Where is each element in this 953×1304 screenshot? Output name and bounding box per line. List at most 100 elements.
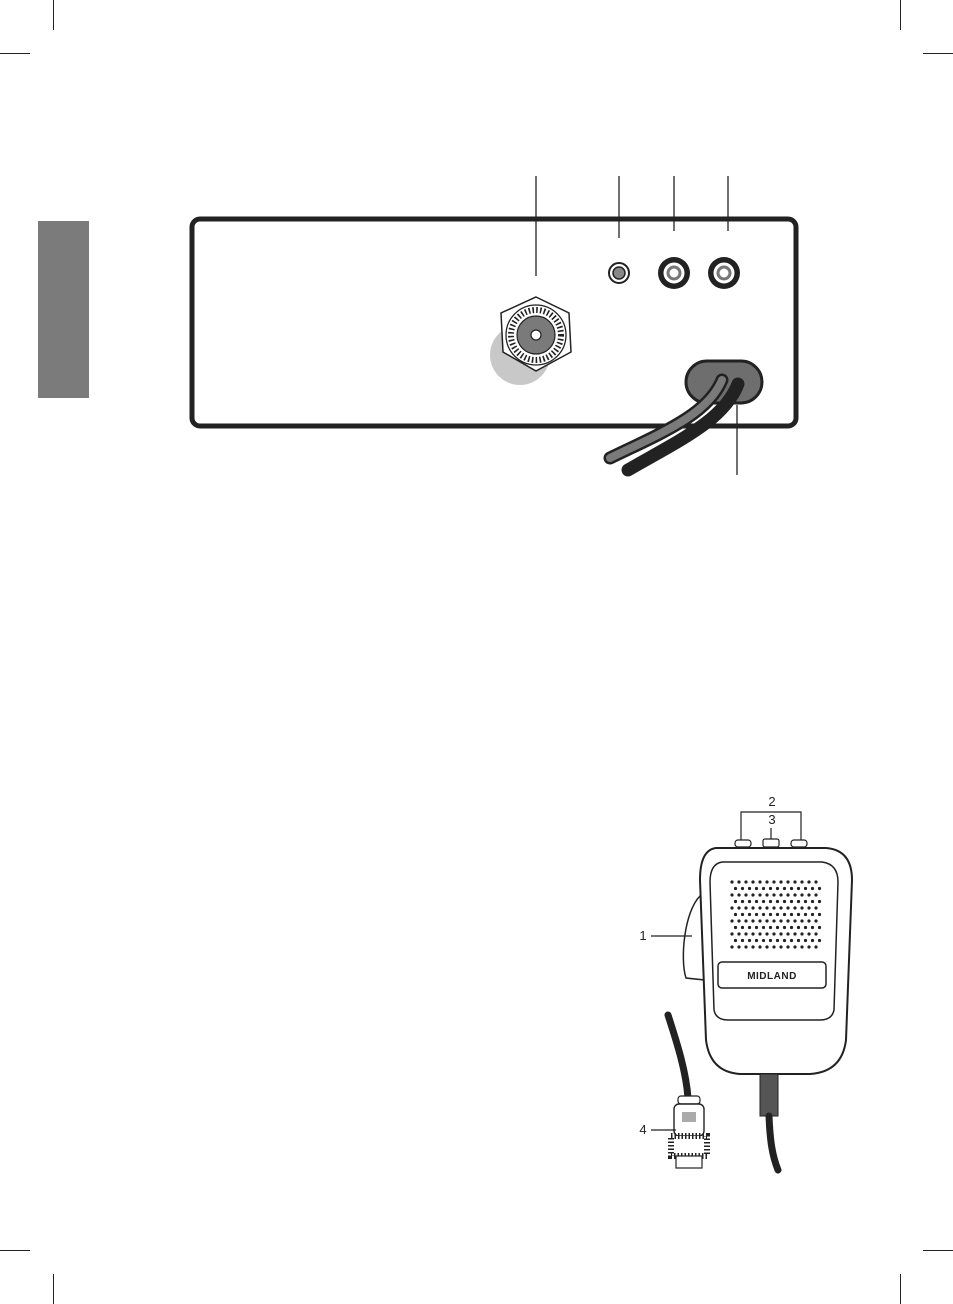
grille-hole xyxy=(755,913,758,916)
grille-hole xyxy=(772,906,775,909)
mic-up-button xyxy=(735,840,751,847)
grille-hole xyxy=(807,880,810,883)
mic-plug-label xyxy=(682,1112,696,1122)
grille-hole xyxy=(737,880,740,883)
grille-hole xyxy=(748,900,751,903)
grille-hole xyxy=(734,939,737,942)
grille-hole xyxy=(734,926,737,929)
grille-hole xyxy=(748,887,751,890)
grille-hole xyxy=(783,887,786,890)
grille-hole xyxy=(741,900,744,903)
grille-hole xyxy=(758,880,761,883)
grille-hole xyxy=(811,939,814,942)
grille-hole xyxy=(790,939,793,942)
grille-hole xyxy=(751,945,754,948)
grille-hole xyxy=(772,932,775,935)
grille-hole xyxy=(800,945,803,948)
grille-hole xyxy=(762,913,765,916)
mic-down-button xyxy=(791,840,807,847)
grille-hole xyxy=(734,913,737,916)
grille-hole xyxy=(814,932,817,935)
grille-hole xyxy=(758,893,761,896)
grille-hole xyxy=(744,906,747,909)
grille-hole xyxy=(730,919,733,922)
grille-hole xyxy=(748,926,751,929)
grille-hole xyxy=(814,919,817,922)
callout-center-button-label: 3 xyxy=(768,812,775,827)
grille-hole xyxy=(814,906,817,909)
grille-hole xyxy=(748,913,751,916)
grille-hole xyxy=(758,932,761,935)
grille-hole xyxy=(769,939,772,942)
grille-hole xyxy=(734,900,737,903)
grille-hole xyxy=(779,919,782,922)
mic-center-button xyxy=(763,839,779,847)
grille-hole xyxy=(755,939,758,942)
grille-hole xyxy=(790,887,793,890)
grille-hole xyxy=(811,887,814,890)
callout-side-ptt-label: 1 xyxy=(639,928,646,943)
grille-hole xyxy=(807,945,810,948)
grille-hole xyxy=(769,913,772,916)
grille-hole xyxy=(786,880,789,883)
grille-hole xyxy=(783,900,786,903)
grille-hole xyxy=(800,893,803,896)
ext-speaker-jack xyxy=(658,257,690,289)
grille-hole xyxy=(814,880,817,883)
grille-hole xyxy=(769,900,772,903)
grille-hole xyxy=(737,932,740,935)
callout-top-buttons-label: 2 xyxy=(768,794,775,809)
grille-hole xyxy=(741,926,744,929)
grille-hole xyxy=(751,932,754,935)
callout-connector-label: 4 xyxy=(639,1122,646,1137)
grille-hole xyxy=(804,926,807,929)
grille-hole xyxy=(790,900,793,903)
grille-hole xyxy=(737,919,740,922)
grille-hole xyxy=(779,932,782,935)
grille-hole xyxy=(797,926,800,929)
grille-hole xyxy=(741,939,744,942)
grille-hole xyxy=(758,919,761,922)
grille-hole xyxy=(751,880,754,883)
grille-hole xyxy=(793,880,796,883)
mic-strain-relief xyxy=(760,1074,778,1116)
grille-hole xyxy=(818,887,821,890)
grille-hole xyxy=(800,919,803,922)
grille-hole xyxy=(800,880,803,883)
mic-body xyxy=(700,848,852,1074)
grille-hole xyxy=(786,932,789,935)
grille-hole xyxy=(811,926,814,929)
grille-hole xyxy=(800,906,803,909)
grille-hole xyxy=(730,906,733,909)
grille-hole xyxy=(741,887,744,890)
mic-plug-cord xyxy=(668,1015,688,1098)
grille-hole xyxy=(800,932,803,935)
grille-hole xyxy=(730,945,733,948)
grille-hole xyxy=(786,893,789,896)
grille-hole xyxy=(807,932,810,935)
grille-hole xyxy=(783,939,786,942)
grille-hole xyxy=(818,913,821,916)
grille-hole xyxy=(734,887,737,890)
grille-hole xyxy=(765,919,768,922)
grille-hole xyxy=(744,880,747,883)
grille-hole xyxy=(793,932,796,935)
grille-hole xyxy=(751,893,754,896)
grille-hole xyxy=(814,945,817,948)
grille-hole xyxy=(776,913,779,916)
grille-hole xyxy=(762,887,765,890)
grille-hole xyxy=(772,893,775,896)
grille-hole xyxy=(779,880,782,883)
grille-hole xyxy=(793,919,796,922)
grille-hole xyxy=(755,887,758,890)
grille-hole xyxy=(807,919,810,922)
grille-hole xyxy=(779,906,782,909)
grille-hole xyxy=(765,945,768,948)
midland-logo: MIDLAND xyxy=(747,971,797,982)
grille-hole xyxy=(783,913,786,916)
grille-hole xyxy=(762,939,765,942)
grille-hole xyxy=(744,919,747,922)
grille-hole xyxy=(762,900,765,903)
grille-hole xyxy=(776,939,779,942)
